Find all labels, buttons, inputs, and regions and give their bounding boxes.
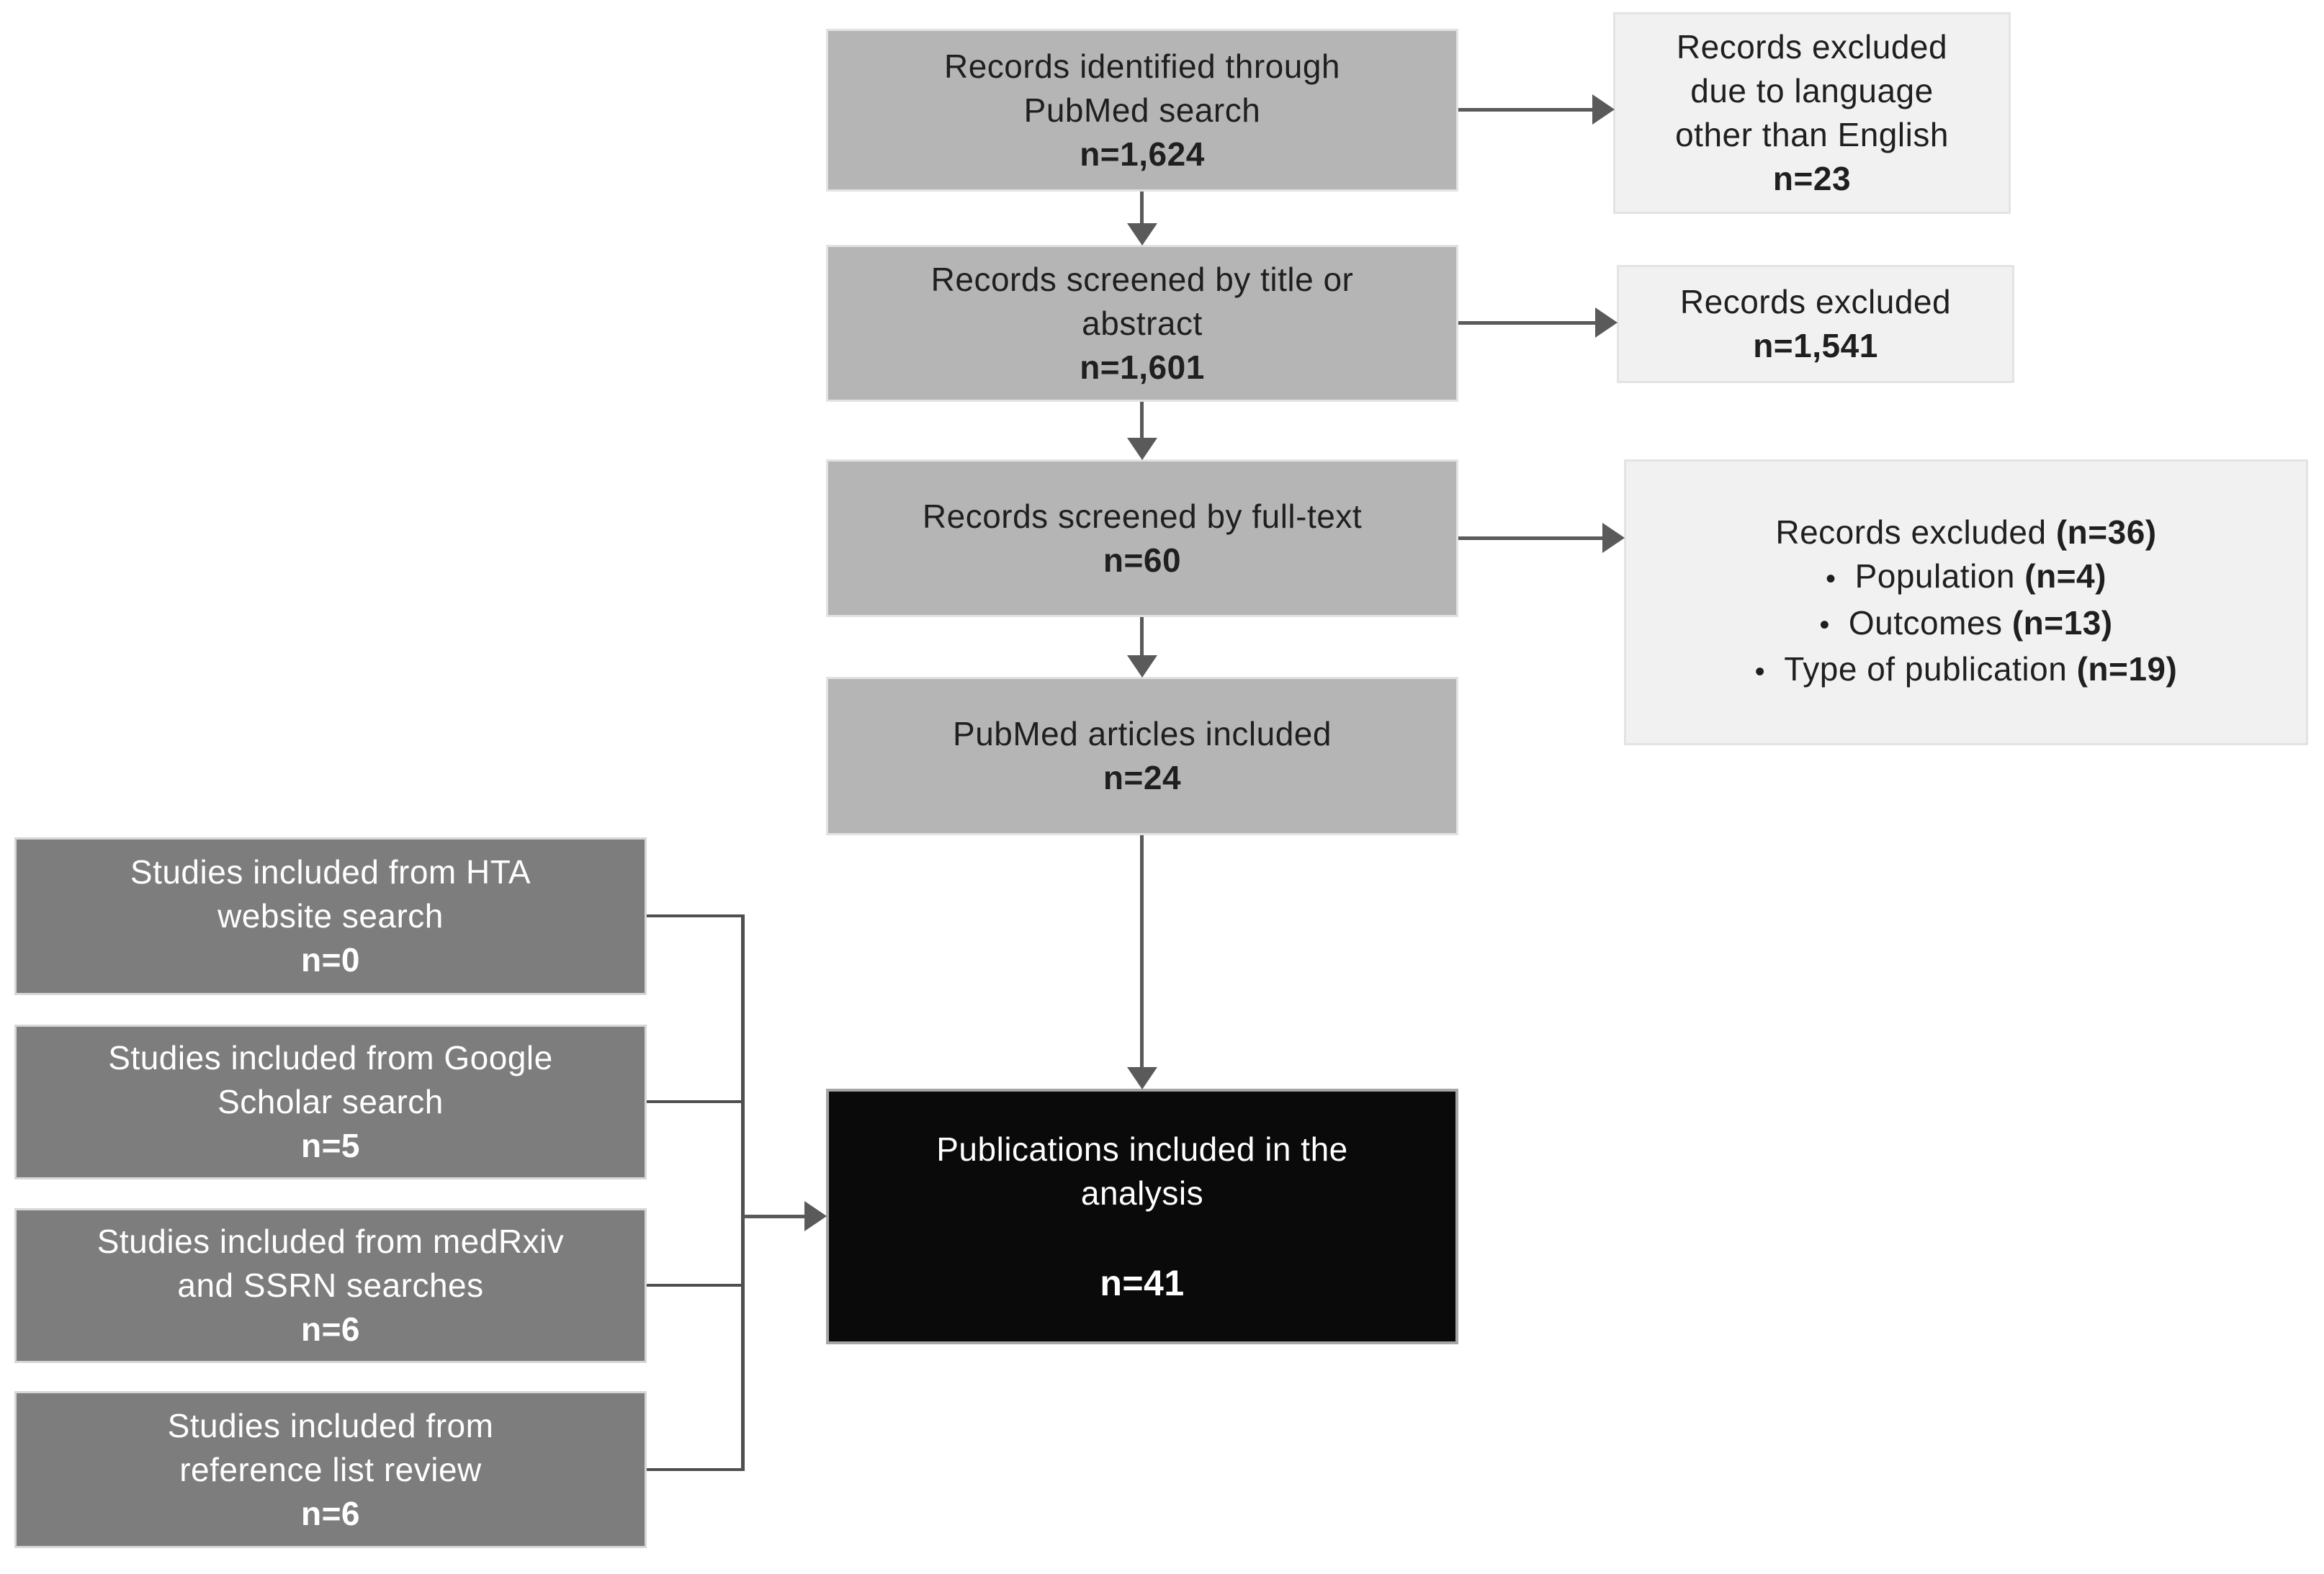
box-source-medrxiv-ssrn: Studies included from medRxiv and SSRN s… [14,1208,647,1363]
box-source-hta-count: n=0 [300,941,361,979]
box-excluded-title-abstract-line1: Records excluded [1679,283,1952,320]
box-source-hta-line2: website search [217,897,444,935]
connector-bracket-vertical [741,914,745,1471]
box-source-reference-list: Studies included from reference list rev… [14,1391,647,1548]
box-screened-title-abstract: Records screened by title or abstract n=… [826,245,1458,402]
item-publication-type-text: Type of publication [1784,650,2077,688]
box-source-hta-line1: Studies included from HTA [130,853,531,891]
box-source-reference-list-line1: Studies included from [167,1406,494,1444]
arrowhead-down-icon [1127,655,1157,678]
box-excluded-title-abstract-count: n=1,541 [1753,327,1878,364]
arrowhead-down-icon [1127,438,1157,460]
box-screened-fulltext: Records screened by full-text n=60 [826,459,1458,617]
box-excluded-fulltext: Records excluded (n=36) • Population (n=4… [1624,459,2308,745]
box-excluded-fulltext-title-text: Records excluded [1775,513,2056,552]
item-outcomes-count: (n=13) [2011,603,2113,642]
box-excluded-language-line1: Records excluded [1676,28,1948,66]
box-excluded-language-line3: other than English [1675,116,1949,153]
item-population-count: (n=4) [2024,557,2107,595]
item-outcomes-text: Outcomes [1848,603,2012,642]
box-screened-title-abstract-line1: Records screened by title or [930,260,1354,298]
box-publications-included-count: n=41 [1100,1263,1185,1303]
arrow-line-screened-to-excluded [1458,321,1595,325]
box-excluded-fulltext-item-publication-type: • Type of publication (n=19) [1755,647,2178,693]
box-publications-included-line1: Publications included in the [936,1130,1348,1168]
arrow-line-identified-to-screened [1140,192,1144,225]
box-source-medrxiv-ssrn-count: n=6 [300,1310,361,1348]
box-excluded-fulltext-title: Records excluded (n=36) [1775,511,2156,554]
box-publications-included: Publications included in the analysis n=… [826,1089,1458,1344]
arrowhead-right-icon [804,1201,827,1231]
box-source-google-scholar-count: n=5 [300,1127,361,1164]
connector-google-scholar-stub [647,1100,743,1103]
arrowhead-right-icon [1602,523,1625,553]
box-source-medrxiv-ssrn-line2: and SSRN searches [177,1267,484,1304]
bullet-icon: • [1819,609,1830,642]
box-excluded-title-abstract: Records excluded n=1,541 [1617,265,2014,383]
item-population-text: Population [1854,557,2025,595]
connector-hta-stub [647,914,743,917]
box-records-identified: Records identified through PubMed search… [826,29,1458,192]
box-records-identified-line1: Records identified through [944,47,1340,85]
item-publication-type-count: (n=19) [2076,650,2178,688]
box-records-identified-count: n=1,624 [1080,135,1205,173]
box-excluded-fulltext-item-outcomes: • Outcomes (n=13) [1819,601,2112,647]
arrowhead-down-icon [1127,223,1157,246]
box-screened-title-abstract-line2: abstract [1082,304,1203,342]
box-source-reference-list-count: n=6 [300,1494,361,1532]
arrow-line-fulltext-to-included [1140,617,1144,655]
box-pubmed-included-line1: PubMed articles included [953,715,1332,752]
bullet-icon: • [1754,655,1766,688]
arrow-line-identified-to-excluded-language [1458,108,1592,112]
box-excluded-language-line2: due to language [1690,72,1934,109]
box-screened-fulltext-line1: Records screened by full-text [922,497,1363,535]
arrow-line-screened-to-fulltext [1140,402,1144,438]
box-screened-title-abstract-count: n=1,601 [1080,348,1205,386]
bullet-icon: • [1826,562,1836,595]
box-excluded-language: Records excluded due to language other t… [1613,12,2011,214]
box-screened-fulltext-count: n=60 [1103,541,1182,579]
connector-reference-stub [647,1468,743,1471]
box-pubmed-included-count: n=24 [1103,759,1182,796]
arrowhead-right-icon [1595,307,1618,338]
arrow-line-sources-to-final [743,1215,804,1218]
box-excluded-fulltext-item-population: • Population (n=4) [1826,554,2107,601]
box-source-hta: Studies included from HTA website search… [14,837,647,995]
box-records-identified-line2: PubMed search [1023,91,1261,129]
arrow-line-fulltext-to-excluded [1458,536,1602,540]
connector-medrxiv-stub [647,1284,743,1287]
box-source-reference-list-line2: reference list review [179,1450,482,1488]
box-excluded-language-count: n=23 [1772,160,1852,197]
arrow-line-included-to-final [1140,835,1144,1067]
arrowhead-right-icon [1592,94,1615,125]
arrowhead-down-icon [1127,1067,1157,1089]
box-source-google-scholar: Studies included from Google Scholar sea… [14,1025,647,1179]
box-publications-included-line2: analysis [1080,1174,1204,1212]
box-source-medrxiv-ssrn-line1: Studies included from medRxiv [97,1223,565,1260]
box-source-google-scholar-line2: Scholar search [217,1083,444,1120]
box-source-google-scholar-line1: Studies included from Google [108,1039,553,1076]
box-excluded-fulltext-title-count: (n=36) [2055,513,2157,552]
box-pubmed-included: PubMed articles included n=24 [826,677,1458,835]
